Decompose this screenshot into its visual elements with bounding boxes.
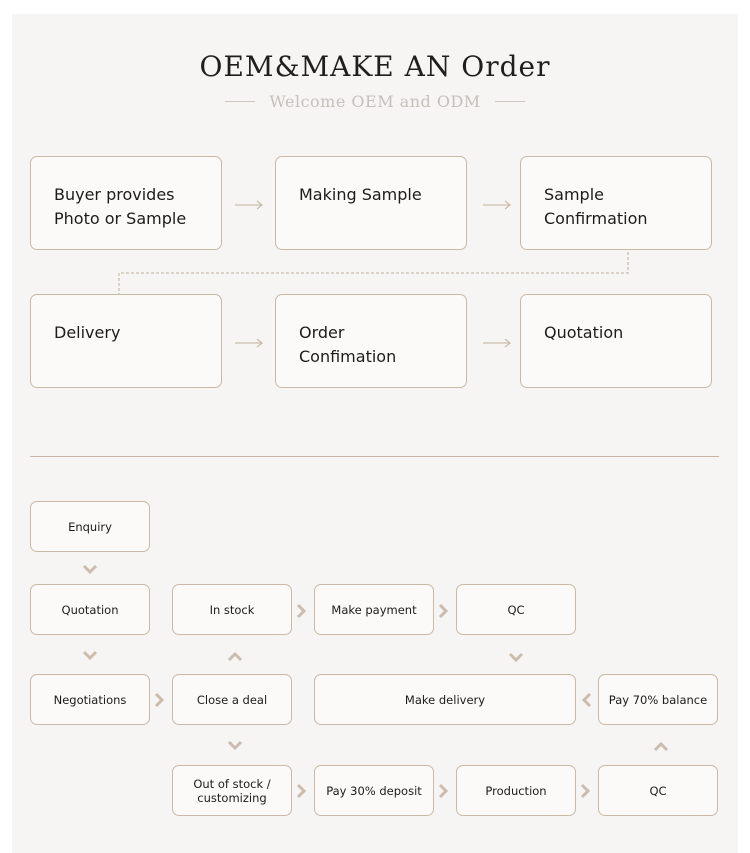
subtitle-right-rule bbox=[494, 101, 525, 102]
step-label: Order Confimation bbox=[299, 323, 397, 366]
step-quotation: Quotation bbox=[520, 294, 712, 388]
chevron-right-icon bbox=[438, 603, 449, 619]
flow-close-deal: Close a deal bbox=[172, 674, 292, 725]
step-buyer-provides: Buyer provides Photo or Sample bbox=[30, 156, 222, 250]
subtitle-row: Welcome OEM and ODM bbox=[0, 92, 750, 111]
flow-label: Production bbox=[485, 783, 547, 798]
chevron-up-icon bbox=[653, 741, 669, 752]
flow-label: Quotation bbox=[61, 602, 119, 617]
chevron-down-icon bbox=[508, 652, 524, 663]
step-label: Delivery bbox=[54, 323, 121, 342]
dashed-connector bbox=[118, 252, 629, 294]
flow-quotation: Quotation bbox=[30, 584, 150, 635]
step-label: Quotation bbox=[544, 323, 624, 342]
flow-negotiations: Negotiations bbox=[30, 674, 150, 725]
flow-label: QC bbox=[507, 602, 525, 617]
page-subtitle: Welcome OEM and ODM bbox=[269, 92, 481, 111]
arrow-right-icon bbox=[235, 338, 264, 348]
step-label: Buyer provides Photo or Sample bbox=[54, 185, 187, 228]
flow-in-stock: In stock bbox=[172, 584, 292, 635]
flow-label: Make delivery bbox=[404, 692, 486, 707]
flow-label: Negotiations bbox=[53, 692, 127, 707]
chevron-left-icon bbox=[581, 692, 592, 708]
top-process-connectors bbox=[118, 200, 629, 348]
flow-make-delivery: Make delivery bbox=[314, 674, 576, 725]
chevron-right-icon bbox=[580, 783, 591, 799]
chevron-down-icon bbox=[82, 564, 98, 575]
flow-production: Production bbox=[456, 765, 576, 816]
flow-qc-top: QC bbox=[456, 584, 576, 635]
flow-label: Out of stock / customizing bbox=[193, 776, 271, 805]
step-label: Sample Confirmation bbox=[544, 185, 648, 228]
step-sample-confirmation: Sample Confirmation bbox=[520, 156, 712, 250]
step-label: Making Sample bbox=[299, 185, 422, 204]
chevron-right-icon bbox=[296, 603, 307, 619]
flow-pay-deposit: Pay 30% deposit bbox=[314, 765, 434, 816]
chevron-right-icon bbox=[438, 783, 449, 799]
arrow-right-icon bbox=[483, 338, 512, 348]
flow-make-payment: Make payment bbox=[314, 584, 434, 635]
arrow-right-icon bbox=[235, 200, 264, 210]
arrow-right-icon bbox=[483, 200, 512, 210]
flow-pay-balance: Pay 70% balance bbox=[598, 674, 718, 725]
chevron-right-icon bbox=[154, 692, 165, 708]
flow-chevrons bbox=[82, 564, 669, 799]
chevron-right-icon bbox=[296, 783, 307, 799]
flow-out-of-stock: Out of stock / customizing bbox=[172, 765, 292, 816]
flow-label: Enquiry bbox=[68, 519, 112, 534]
page-title: OEM&MAKE AN Order bbox=[199, 50, 551, 83]
step-making-sample: Making Sample bbox=[275, 156, 467, 250]
flow-label: Close a deal bbox=[196, 692, 268, 707]
section-divider bbox=[30, 456, 719, 457]
flow-label: Pay 70% balance bbox=[608, 692, 708, 707]
flow-label: Pay 30% deposit bbox=[326, 783, 422, 798]
subtitle-left-rule bbox=[225, 101, 256, 102]
flow-label: QC bbox=[649, 783, 667, 798]
flow-qc-bottom: QC bbox=[598, 765, 718, 816]
flow-label: In stock bbox=[209, 602, 255, 617]
step-order-confirmation: Order Confimation bbox=[275, 294, 467, 388]
chevron-down-icon bbox=[227, 740, 243, 751]
chevron-up-icon bbox=[227, 651, 243, 662]
chevron-down-icon bbox=[82, 650, 98, 661]
step-delivery: Delivery bbox=[30, 294, 222, 388]
flow-enquiry: Enquiry bbox=[30, 501, 150, 552]
flow-label: Make payment bbox=[331, 602, 417, 617]
